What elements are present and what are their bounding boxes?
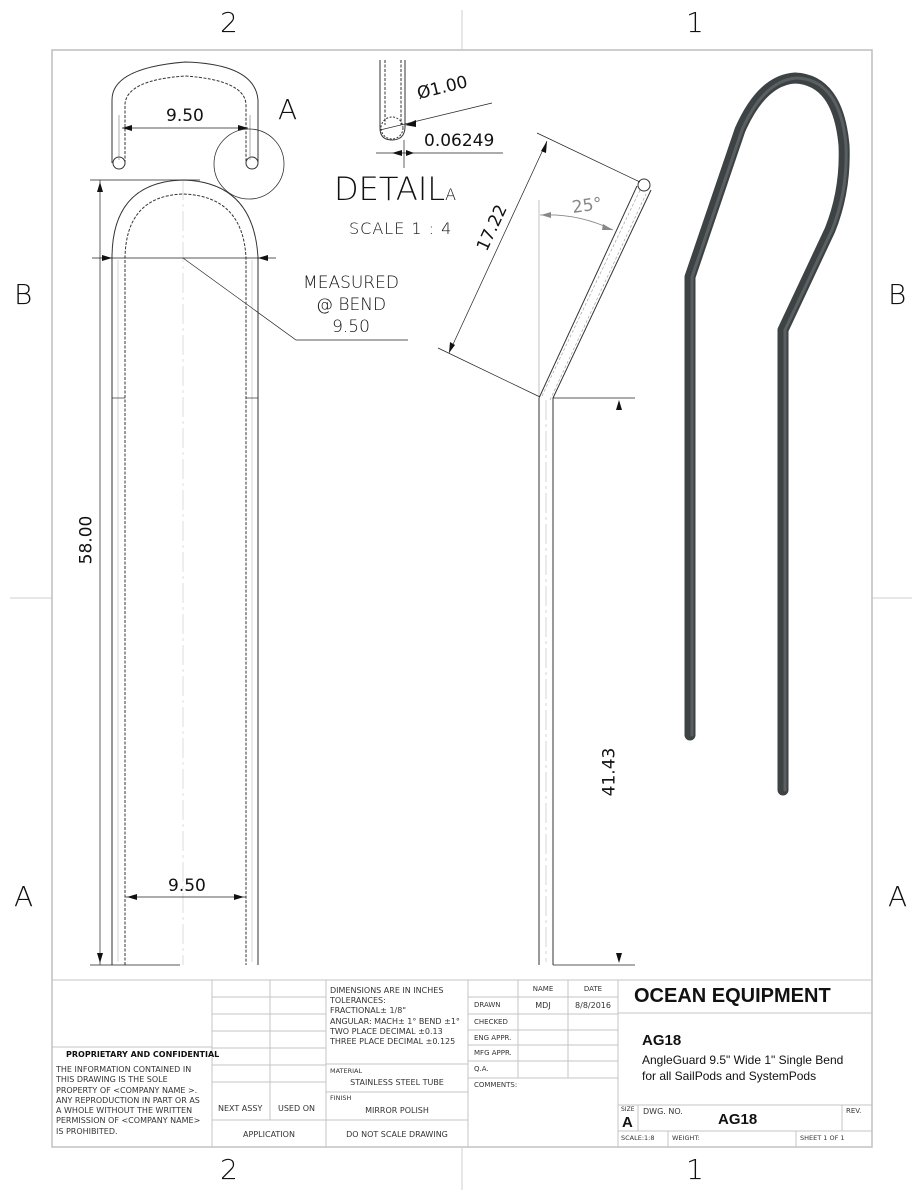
measured-at-bend-note: MEASURED @ BEND 9.50 xyxy=(296,272,406,338)
approval-row-checked-label: CHECKED xyxy=(474,1018,508,1026)
zone-right-a: A xyxy=(888,880,908,913)
side-view-angle-dimension: 25° xyxy=(570,193,604,219)
detail-title: DETAILA xyxy=(334,170,456,208)
application-label: APPLICATION xyxy=(243,1130,295,1139)
zone-left-b: B xyxy=(14,278,33,311)
note-line-1: MEASURED xyxy=(303,273,399,293)
company-name: OCEAN EQUIPMENT xyxy=(634,985,831,1007)
rev-label: REV. xyxy=(846,1107,862,1115)
approvals-header-name: NAME xyxy=(532,985,554,993)
proprietary-line: ANY REPRODUCTION IN PART OR AS xyxy=(56,1095,200,1105)
approvals-header-date: DATE xyxy=(583,985,603,993)
zone-top-2: 2 xyxy=(220,6,238,39)
description-line-2: for all SailPods and SystemPods xyxy=(642,1069,817,1084)
approval-row-eng-label: ENG APPR. xyxy=(474,1034,512,1042)
material-label: MATERIAL xyxy=(330,1067,363,1075)
approval-row-mfg-label: MFG APPR. xyxy=(474,1049,512,1057)
front-view xyxy=(90,179,408,966)
proprietary-line: A WHOLE WITHOUT THE WRITTEN xyxy=(56,1106,193,1116)
zone-bottom-1: 1 xyxy=(686,1153,704,1186)
description-line-1: AngleGuard 9.5" Wide 1" Single Bend xyxy=(642,1053,844,1067)
detail-a-view xyxy=(376,60,503,168)
side-view-straight-length-dimension: 41.43 xyxy=(599,747,620,797)
proprietary-line: PERMISSION OF <COMPANY NAME> xyxy=(56,1116,201,1126)
material-value: STAINLESS STEEL TUBE xyxy=(350,1078,444,1087)
part-description: AngleGuard 9.5" Wide 1" Single Bend for … xyxy=(642,1052,843,1084)
dwg-no-value: AG18 xyxy=(718,1111,758,1128)
approval-row-drawn-name: MDJ xyxy=(535,1001,551,1010)
detail-title-suffix: A xyxy=(445,185,457,204)
side-view xyxy=(437,132,652,966)
detail-callout-label: A xyxy=(278,93,298,126)
zone-left-a: A xyxy=(14,880,34,913)
weight-label: WEIGHT: xyxy=(672,1134,700,1142)
sheet-border xyxy=(51,49,873,1148)
iso-view xyxy=(684,72,850,796)
tolerance-line: TWO PLACE DECIMAL ±0.13 xyxy=(330,1026,443,1036)
finish-label: FINISH xyxy=(330,1094,352,1102)
sheet-label: SHEET 1 OF 1 xyxy=(800,1134,845,1142)
tolerance-line: DIMENSIONS ARE IN INCHES xyxy=(330,986,444,995)
finish-value: MIRROR POLISH xyxy=(365,1106,429,1115)
tolerance-line: ANGULAR: MACH± 1° BEND ±1° xyxy=(330,1016,460,1026)
front-view-bottom-width-dimension: 9.50 xyxy=(168,876,206,896)
proprietary-title: PROPRIETARY AND CONFIDENTIAL xyxy=(66,1050,220,1059)
detail-wall-thickness-dimension: 0.06249 xyxy=(424,131,495,151)
dwg-no-label: DWG. NO. xyxy=(643,1107,683,1116)
used-on-label: USED ON xyxy=(278,1104,315,1113)
scale-label: SCALE:1:8 xyxy=(621,1134,655,1142)
approval-row-drawn-date: 8/8/2016 xyxy=(575,1001,611,1010)
front-view-height-dimension: 58.00 xyxy=(76,515,97,565)
proprietary-line: IS PROHIBITED. xyxy=(56,1126,118,1136)
zone-right-b: B xyxy=(888,278,907,311)
tolerance-line: FRACTIONAL± 1/8" xyxy=(330,1006,407,1016)
detail-scale: SCALE 1 : 4 xyxy=(349,219,453,238)
top-view-width-dimension: 9.50 xyxy=(166,106,204,126)
top-view xyxy=(111,61,285,200)
approval-row-qa-label: Q.A. xyxy=(474,1065,489,1073)
zone-bottom-2: 2 xyxy=(220,1153,238,1186)
proprietary-line: THIS DRAWING IS THE SOLE xyxy=(56,1075,168,1085)
part-title: AG18 xyxy=(642,1032,682,1049)
proprietary-line: PROPERTY OF <COMPANY NAME >. xyxy=(56,1085,198,1095)
title-block-grid xyxy=(51,979,873,1148)
note-line-2: @ BEND xyxy=(315,295,387,316)
size-label: SIZE xyxy=(621,1106,635,1113)
proprietary-text: THE INFORMATION CONTAINED IN THIS DRAWIN… xyxy=(56,1065,200,1137)
tolerance-line: TOLERANCES: xyxy=(330,996,386,1006)
proprietary-line: THE INFORMATION CONTAINED IN xyxy=(56,1065,192,1074)
note-line-3: 9.50 xyxy=(332,317,370,338)
tolerances-block: DIMENSIONS ARE IN INCHES TOLERANCES: FRA… xyxy=(330,986,460,1047)
tolerance-line: THREE PLACE DECIMAL ±0.125 xyxy=(330,1037,456,1047)
do-not-scale-label: DO NOT SCALE DRAWING xyxy=(346,1130,448,1139)
comments-label: COMMENTS: xyxy=(474,1081,518,1089)
next-assy-label: NEXT ASSY xyxy=(218,1104,263,1113)
size-value: A xyxy=(622,1114,633,1131)
detail-title-text: DETAIL xyxy=(334,170,446,208)
approval-row-drawn-label: DRAWN xyxy=(474,1001,501,1009)
zone-top-1: 1 xyxy=(686,6,704,39)
